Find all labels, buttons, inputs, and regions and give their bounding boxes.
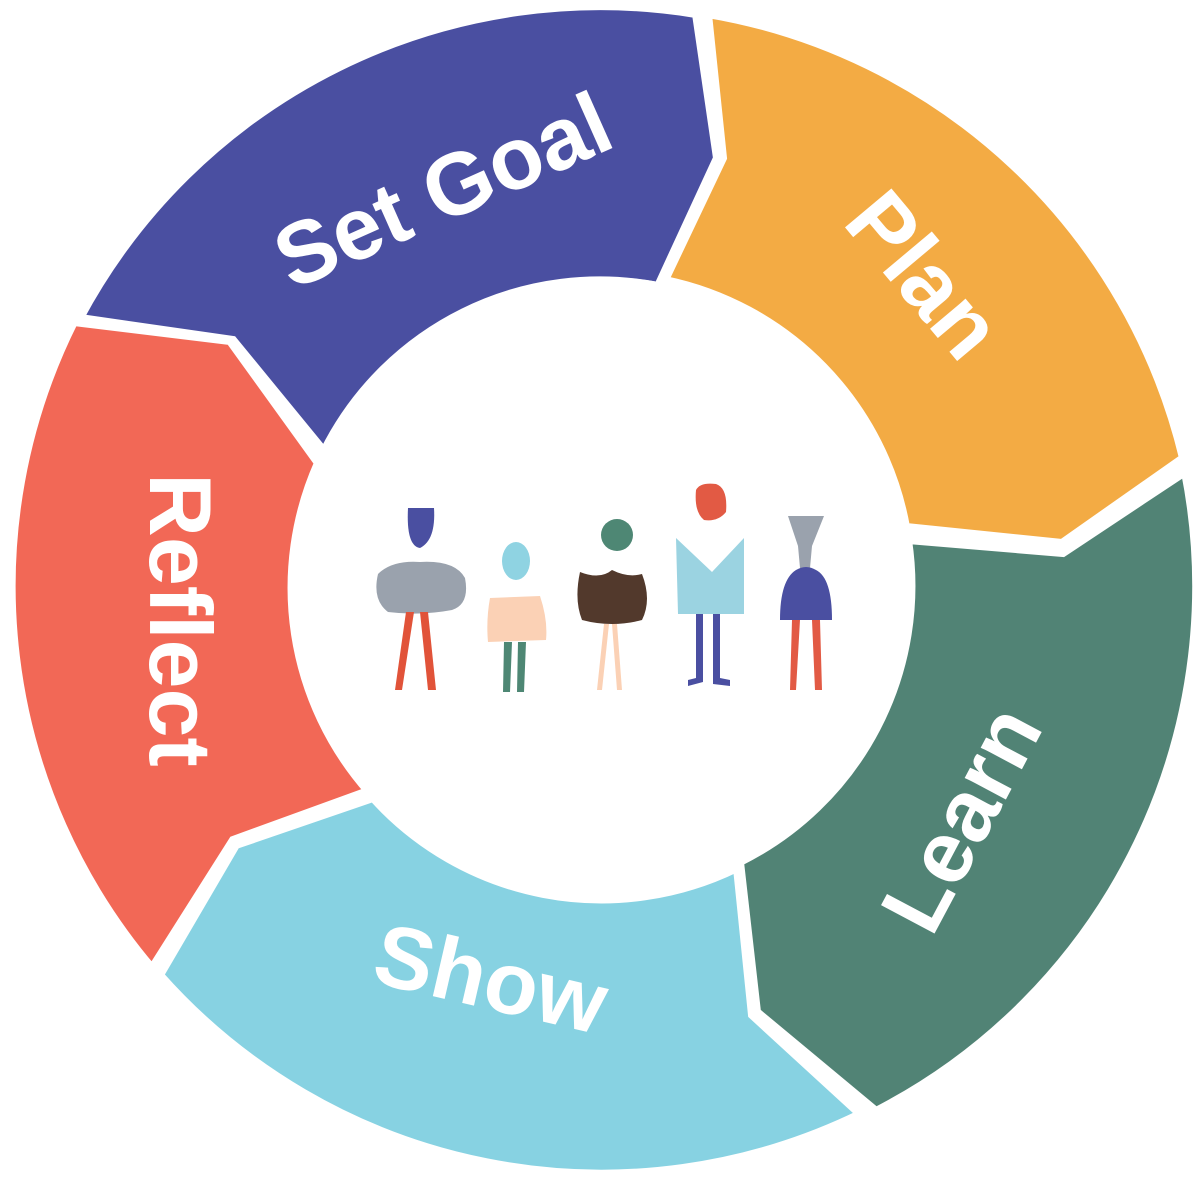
person-peach-legs (503, 642, 526, 692)
person-peach (487, 542, 547, 692)
person-brown (577, 519, 647, 690)
segment-reflect (7, 317, 375, 975)
segment-label-reflect: Reflect (131, 473, 230, 766)
person-grey-body (376, 561, 467, 614)
person-peach-head (502, 542, 530, 580)
person-grey-legs (395, 612, 436, 690)
person-blue (676, 483, 744, 686)
person-purple-head (788, 516, 824, 568)
person-purple (780, 516, 832, 690)
person-purple-body (780, 567, 832, 620)
person-blue-head (695, 483, 727, 521)
segment-show (155, 793, 868, 1178)
people-group-icon (376, 483, 832, 692)
person-blue-legs (688, 614, 730, 686)
segment-plan (659, 9, 1188, 548)
person-purple-legs (790, 620, 822, 690)
person-brown-body (577, 570, 647, 624)
person-grey (376, 508, 467, 690)
person-brown-legs (597, 624, 622, 690)
person-peach-body (487, 596, 547, 642)
person-brown-head (601, 519, 633, 551)
person-blue-body (676, 538, 744, 614)
person-grey-head (407, 508, 435, 548)
segment-set-goal (73, 2, 722, 459)
